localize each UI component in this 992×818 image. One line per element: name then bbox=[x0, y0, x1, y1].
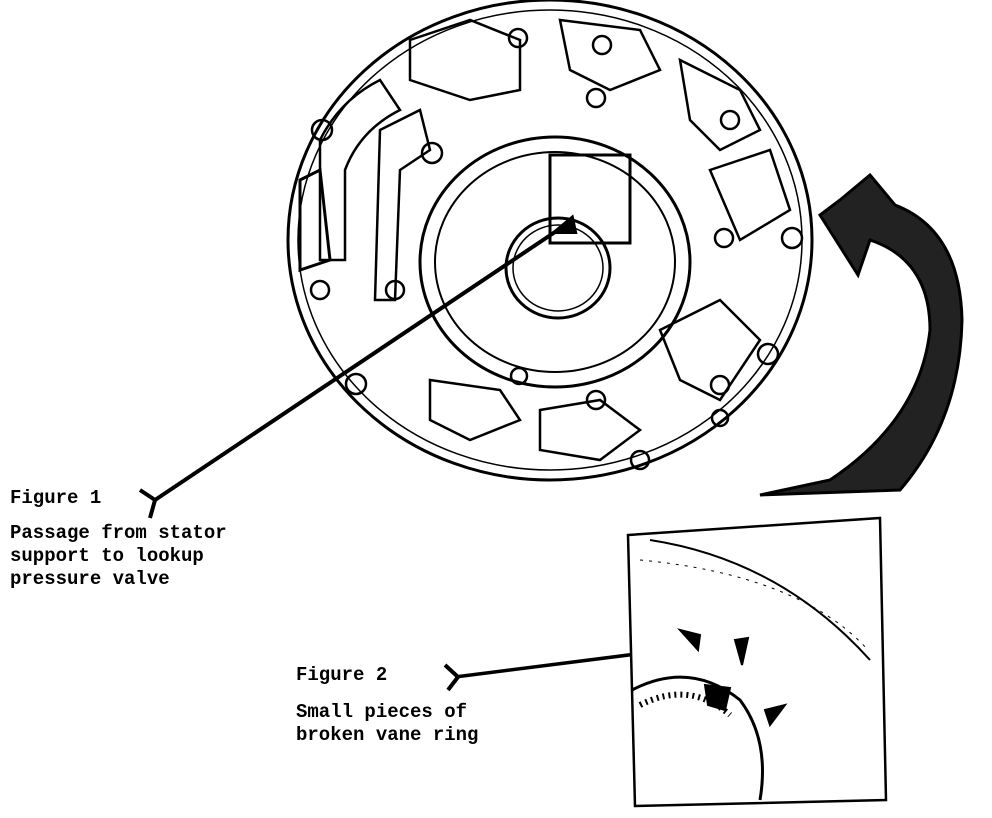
curved-arrow-icon bbox=[759, 172, 964, 497]
pump-passages bbox=[298, 18, 792, 462]
figure2-title: Figure 2 bbox=[296, 664, 388, 686]
figure2-caption-line: broken vane ring bbox=[296, 724, 479, 746]
figure1-leader-arrow bbox=[138, 214, 578, 519]
highlight-box bbox=[548, 153, 632, 245]
figure1-caption-line: support to lookup bbox=[10, 545, 204, 567]
figure1-caption-line: pressure valve bbox=[10, 568, 170, 590]
figure1-caption-line: Passage from stator bbox=[10, 522, 227, 544]
figure1-title: Figure 1 bbox=[10, 487, 102, 509]
figure2-caption-line: Small pieces of bbox=[296, 701, 468, 723]
bolt-holes bbox=[309, 27, 804, 471]
pump-body bbox=[286, 0, 814, 482]
inset-photo bbox=[626, 516, 888, 808]
